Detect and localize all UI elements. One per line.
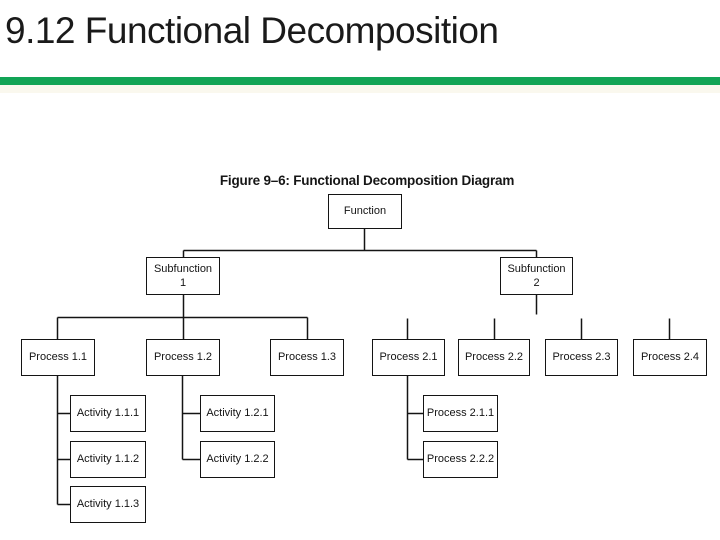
node-activity-1-2-2: Activity 1.2.2 <box>200 441 275 478</box>
node-subfunction-1: Subfunction 1 <box>146 257 220 295</box>
node-function: Function <box>328 194 402 229</box>
title-accent-shadow <box>0 85 720 93</box>
node-process-2-2: Process 2.2 <box>458 339 530 376</box>
node-activity-1-1-3: Activity 1.1.3 <box>70 486 146 523</box>
figure-caption: Figure 9–6: Functional Decomposition Dia… <box>219 173 515 188</box>
node-process-2-1: Process 2.1 <box>372 339 445 376</box>
node-activity-1-1-1: Activity 1.1.1 <box>70 395 146 432</box>
slide-title: 9.12 Functional Decomposition <box>5 10 499 51</box>
node-process-2-3: Process 2.3 <box>545 339 618 376</box>
node-process-1-2: Process 1.2 <box>146 339 220 376</box>
node-process-1-1: Process 1.1 <box>21 339 95 376</box>
node-subfunction-2: Subfunction 2 <box>500 257 573 295</box>
node-process-2-2-2: Process 2.2.2 <box>423 441 498 478</box>
node-activity-1-1-2: Activity 1.1.2 <box>70 441 146 478</box>
node-activity-1-2-1: Activity 1.2.1 <box>200 395 275 432</box>
title-accent-bar <box>0 77 720 85</box>
node-process-1-3: Process 1.3 <box>270 339 344 376</box>
node-process-2-1-1: Process 2.1.1 <box>423 395 498 432</box>
node-process-2-4: Process 2.4 <box>633 339 707 376</box>
